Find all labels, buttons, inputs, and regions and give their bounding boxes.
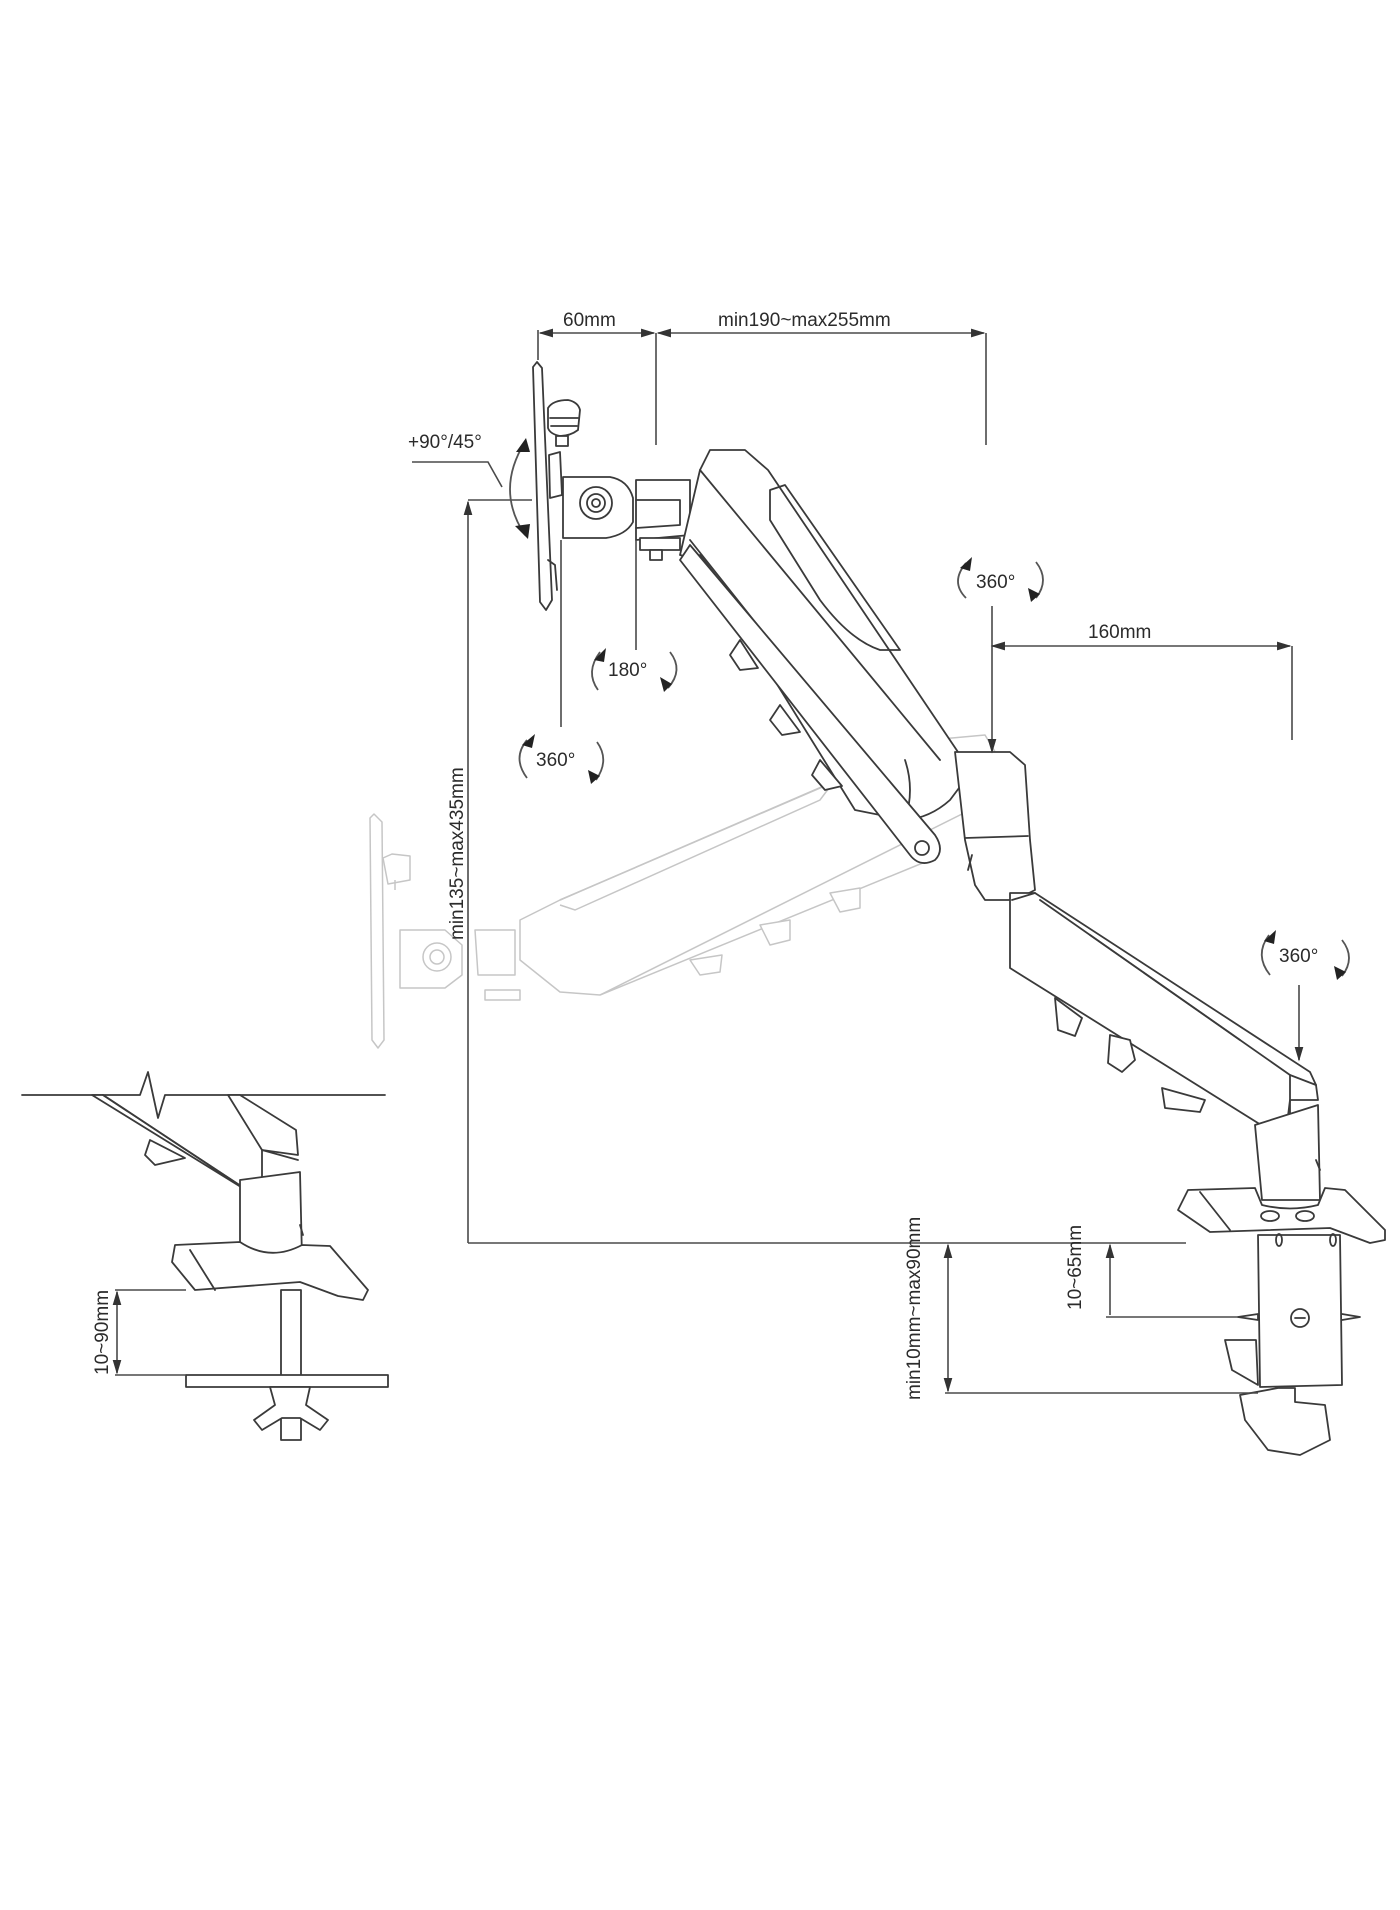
tilt-head bbox=[562, 476, 691, 561]
label-vesa-offset: 60mm bbox=[563, 310, 616, 331]
upper-arm bbox=[532, 361, 966, 864]
gas-spring-rod bbox=[679, 544, 941, 864]
dimension-labels: 60mm min190~max255mm +90°/45° 180° 360° … bbox=[92, 310, 1318, 1400]
label-tilt: +90°/45° bbox=[408, 432, 482, 453]
upper-arm-body bbox=[679, 449, 966, 821]
rotate-360-base-arrow-icon bbox=[1260, 930, 1350, 980]
desk-clamp bbox=[1177, 1187, 1386, 1456]
tilt-knob bbox=[547, 399, 581, 447]
rotation-indicators bbox=[509, 438, 1350, 980]
vesa-plate bbox=[532, 361, 553, 611]
label-height-range: min135~max435mm bbox=[447, 767, 468, 940]
elbow-joint bbox=[954, 751, 1036, 901]
swivel-180-arrow-icon bbox=[591, 648, 678, 692]
label-base-swivel: 360° bbox=[1279, 946, 1318, 967]
tilt-arrow-icon bbox=[509, 438, 530, 539]
rotate-360-plate-arrow-icon bbox=[518, 734, 605, 784]
grommet-inset-view bbox=[21, 1071, 389, 1441]
label-grommet-range: 10~90mm bbox=[92, 1290, 113, 1375]
label-clamp-range: min10mm~max90mm bbox=[904, 1217, 925, 1400]
label-elbow-swivel: 360° bbox=[976, 572, 1015, 593]
label-head-swivel: 180° bbox=[608, 660, 647, 681]
label-upper-arm-reach: min190~max255mm bbox=[718, 310, 891, 331]
rotate-360-elbow-arrow-icon bbox=[957, 557, 1044, 602]
dimension-lines bbox=[112, 328, 1304, 1394]
label-clamp-gap: 10~65mm bbox=[1065, 1225, 1086, 1310]
label-lower-arm-length: 160mm bbox=[1088, 622, 1151, 643]
label-plate-rotation: 360° bbox=[536, 750, 575, 771]
lower-arm bbox=[1009, 892, 1321, 1201]
